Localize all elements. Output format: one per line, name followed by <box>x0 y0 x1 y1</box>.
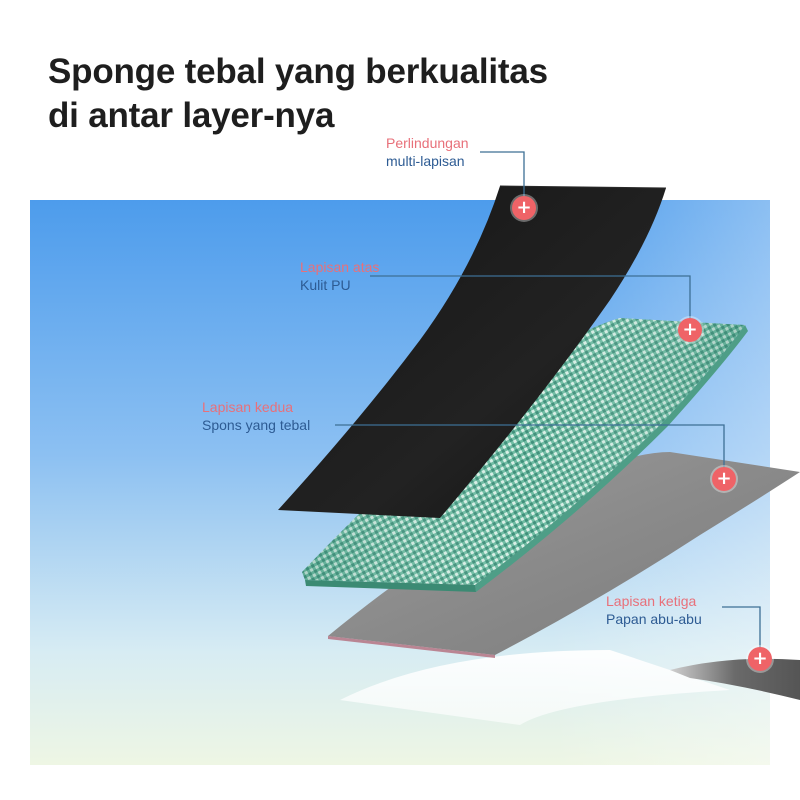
plus-marker-ketiga[interactable]: + <box>748 647 772 671</box>
grey-board-layer <box>328 452 800 655</box>
callout-kedua: Lapisan kedua Spons yang tebal <box>202 398 310 434</box>
leather-layer <box>278 186 666 518</box>
callout-ketiga-subtitle: Papan abu-abu <box>606 611 702 627</box>
callout-pelindung: Perlindungan multi-lapisan <box>386 134 469 170</box>
callout-ketiga: Lapisan ketiga Papan abu-abu <box>606 592 702 628</box>
white-base-shape <box>340 650 730 725</box>
title-line-2: di antar layer-nya <box>48 96 335 135</box>
leader-line-pelindung <box>480 151 525 205</box>
plus-marker-pelindung[interactable]: + <box>512 196 536 220</box>
grey-arc-shape <box>670 658 800 700</box>
plus-marker-atas[interactable]: + <box>678 318 702 342</box>
callout-pelindung-title: Perlindungan <box>386 135 469 151</box>
page-title: Sponge tebal yang berkualitas di antar l… <box>48 50 548 138</box>
callout-pelindung-subtitle: multi-lapisan <box>386 153 465 169</box>
callout-atas-title: Lapisan atas <box>300 259 380 275</box>
callout-kedua-title: Lapisan kedua <box>202 399 294 415</box>
callout-atas: Lapisan atas Kulit PU <box>300 258 379 294</box>
callout-ketiga-title: Lapisan ketiga <box>606 593 697 609</box>
callout-atas-subtitle: Kulit PU <box>300 277 351 293</box>
callout-kedua-subtitle: Spons yang tebal <box>202 417 311 433</box>
leader-line-kedua <box>335 424 725 478</box>
plus-marker-kedua[interactable]: + <box>712 467 736 491</box>
leader-line-atas <box>370 275 691 328</box>
title-line-1: Sponge tebal yang berkualitas <box>48 52 548 91</box>
leader-line-ketiga <box>722 606 761 658</box>
